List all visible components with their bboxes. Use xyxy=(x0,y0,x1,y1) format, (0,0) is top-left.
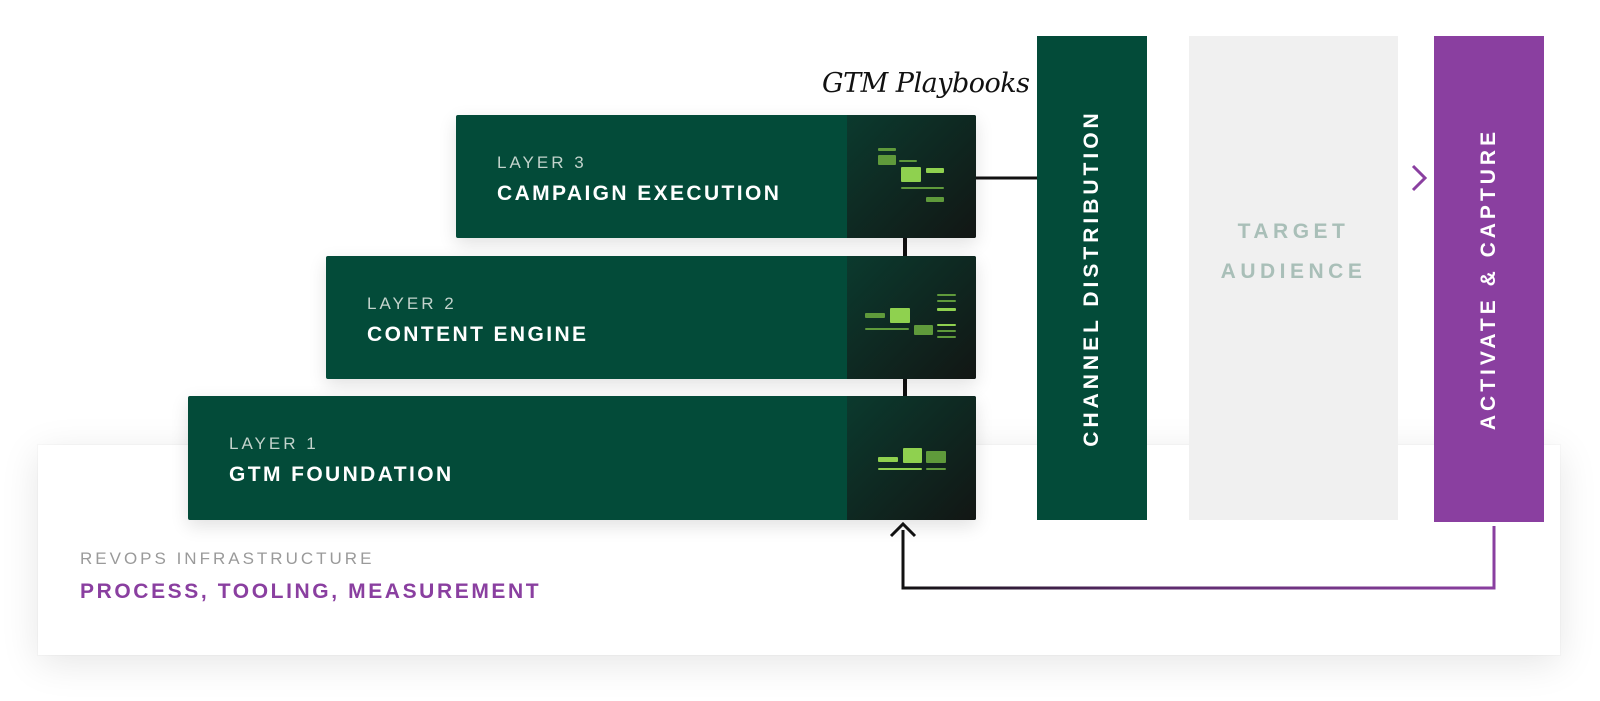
connector-layer3-layer2 xyxy=(903,236,907,258)
connector-layer2-layer1 xyxy=(903,377,907,398)
gtm-playbooks-label: GTM Playbooks xyxy=(822,68,1030,99)
layer-3-box: LAYER 3 CAMPAIGN EXECUTION xyxy=(456,115,976,238)
timeline-icon xyxy=(847,396,976,520)
timeline-icon xyxy=(847,115,976,238)
layer-1-box: LAYER 1 GTM FOUNDATION xyxy=(188,396,976,520)
layer-2-number: LAYER 2 xyxy=(367,294,457,313)
activate-capture-column: ACTIVATE & CAPTURE xyxy=(1434,36,1544,522)
target-audience-column: TARGET AUDIENCE xyxy=(1189,36,1398,520)
layer-2-box: LAYER 2 CONTENT ENGINE xyxy=(326,256,976,379)
feedback-loop-line xyxy=(901,526,1496,590)
layer-1-name: GTM FOUNDATION xyxy=(229,463,454,486)
layer-3-number: LAYER 3 xyxy=(497,153,587,172)
target-label-line1: TARGET xyxy=(1237,220,1350,243)
target-label-line2: AUDIENCE xyxy=(1220,260,1367,283)
layer-3-name: CAMPAIGN EXECUTION xyxy=(497,182,782,205)
arrowhead-right-icon xyxy=(1411,164,1428,192)
infrastructure-subtitle: REVOPS INFRASTRUCTURE xyxy=(80,549,375,568)
timeline-icon xyxy=(847,256,976,379)
layer-2-name: CONTENT ENGINE xyxy=(367,323,589,346)
target-audience-label: TARGET AUDIENCE xyxy=(1189,212,1398,292)
layer-1-number: LAYER 1 xyxy=(229,434,319,453)
infrastructure-title: PROCESS, TOOLING, MEASUREMENT xyxy=(80,580,542,603)
arrowhead-up-icon xyxy=(889,521,917,538)
channel-distribution-column: CHANNEL DISTRIBUTION xyxy=(1037,36,1147,520)
